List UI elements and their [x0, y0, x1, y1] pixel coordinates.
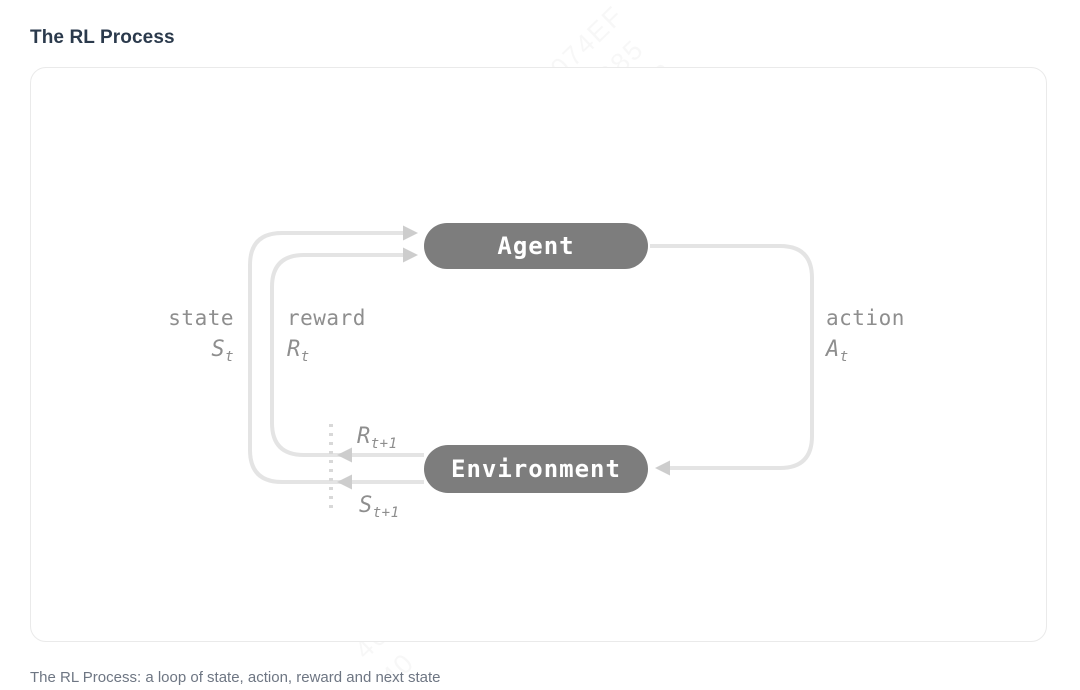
reward-label: reward Rt — [287, 305, 366, 370]
next-reward-symbol: Rt+1 — [357, 424, 398, 453]
page-title: The RL Process — [30, 26, 175, 48]
action-label: action At — [826, 305, 905, 370]
state-arrowhead-icon — [403, 225, 418, 241]
state-word: state — [168, 306, 234, 330]
state-loop-path — [248, 231, 424, 484]
environment-node: Environment — [424, 445, 648, 493]
environment-node-label: Environment — [451, 455, 621, 483]
agent-node-label: Agent — [497, 232, 575, 260]
action-word: action — [826, 306, 905, 330]
diagram-card — [30, 67, 1047, 642]
action-symbol: At — [826, 337, 849, 366]
reward-loop-path — [270, 253, 424, 457]
agent-node: Agent — [424, 223, 648, 269]
state-label: state St — [168, 305, 234, 370]
next-state-symbol: St+1 — [359, 493, 400, 522]
next-reward-arrowhead-icon — [337, 447, 352, 463]
next-state-label: St+1 — [359, 487, 400, 526]
action-loop-path — [650, 244, 814, 470]
figure-caption: The RL Process: a loop of state, action,… — [30, 669, 441, 686]
state-symbol: St — [211, 337, 234, 366]
next-reward-label: Rt+1 — [357, 418, 398, 457]
reward-symbol: Rt — [287, 337, 310, 366]
next-state-arrowhead-icon — [337, 474, 352, 490]
reward-word: reward — [287, 306, 366, 330]
reward-arrowhead-icon — [403, 247, 418, 263]
action-arrowhead-icon — [655, 460, 670, 476]
